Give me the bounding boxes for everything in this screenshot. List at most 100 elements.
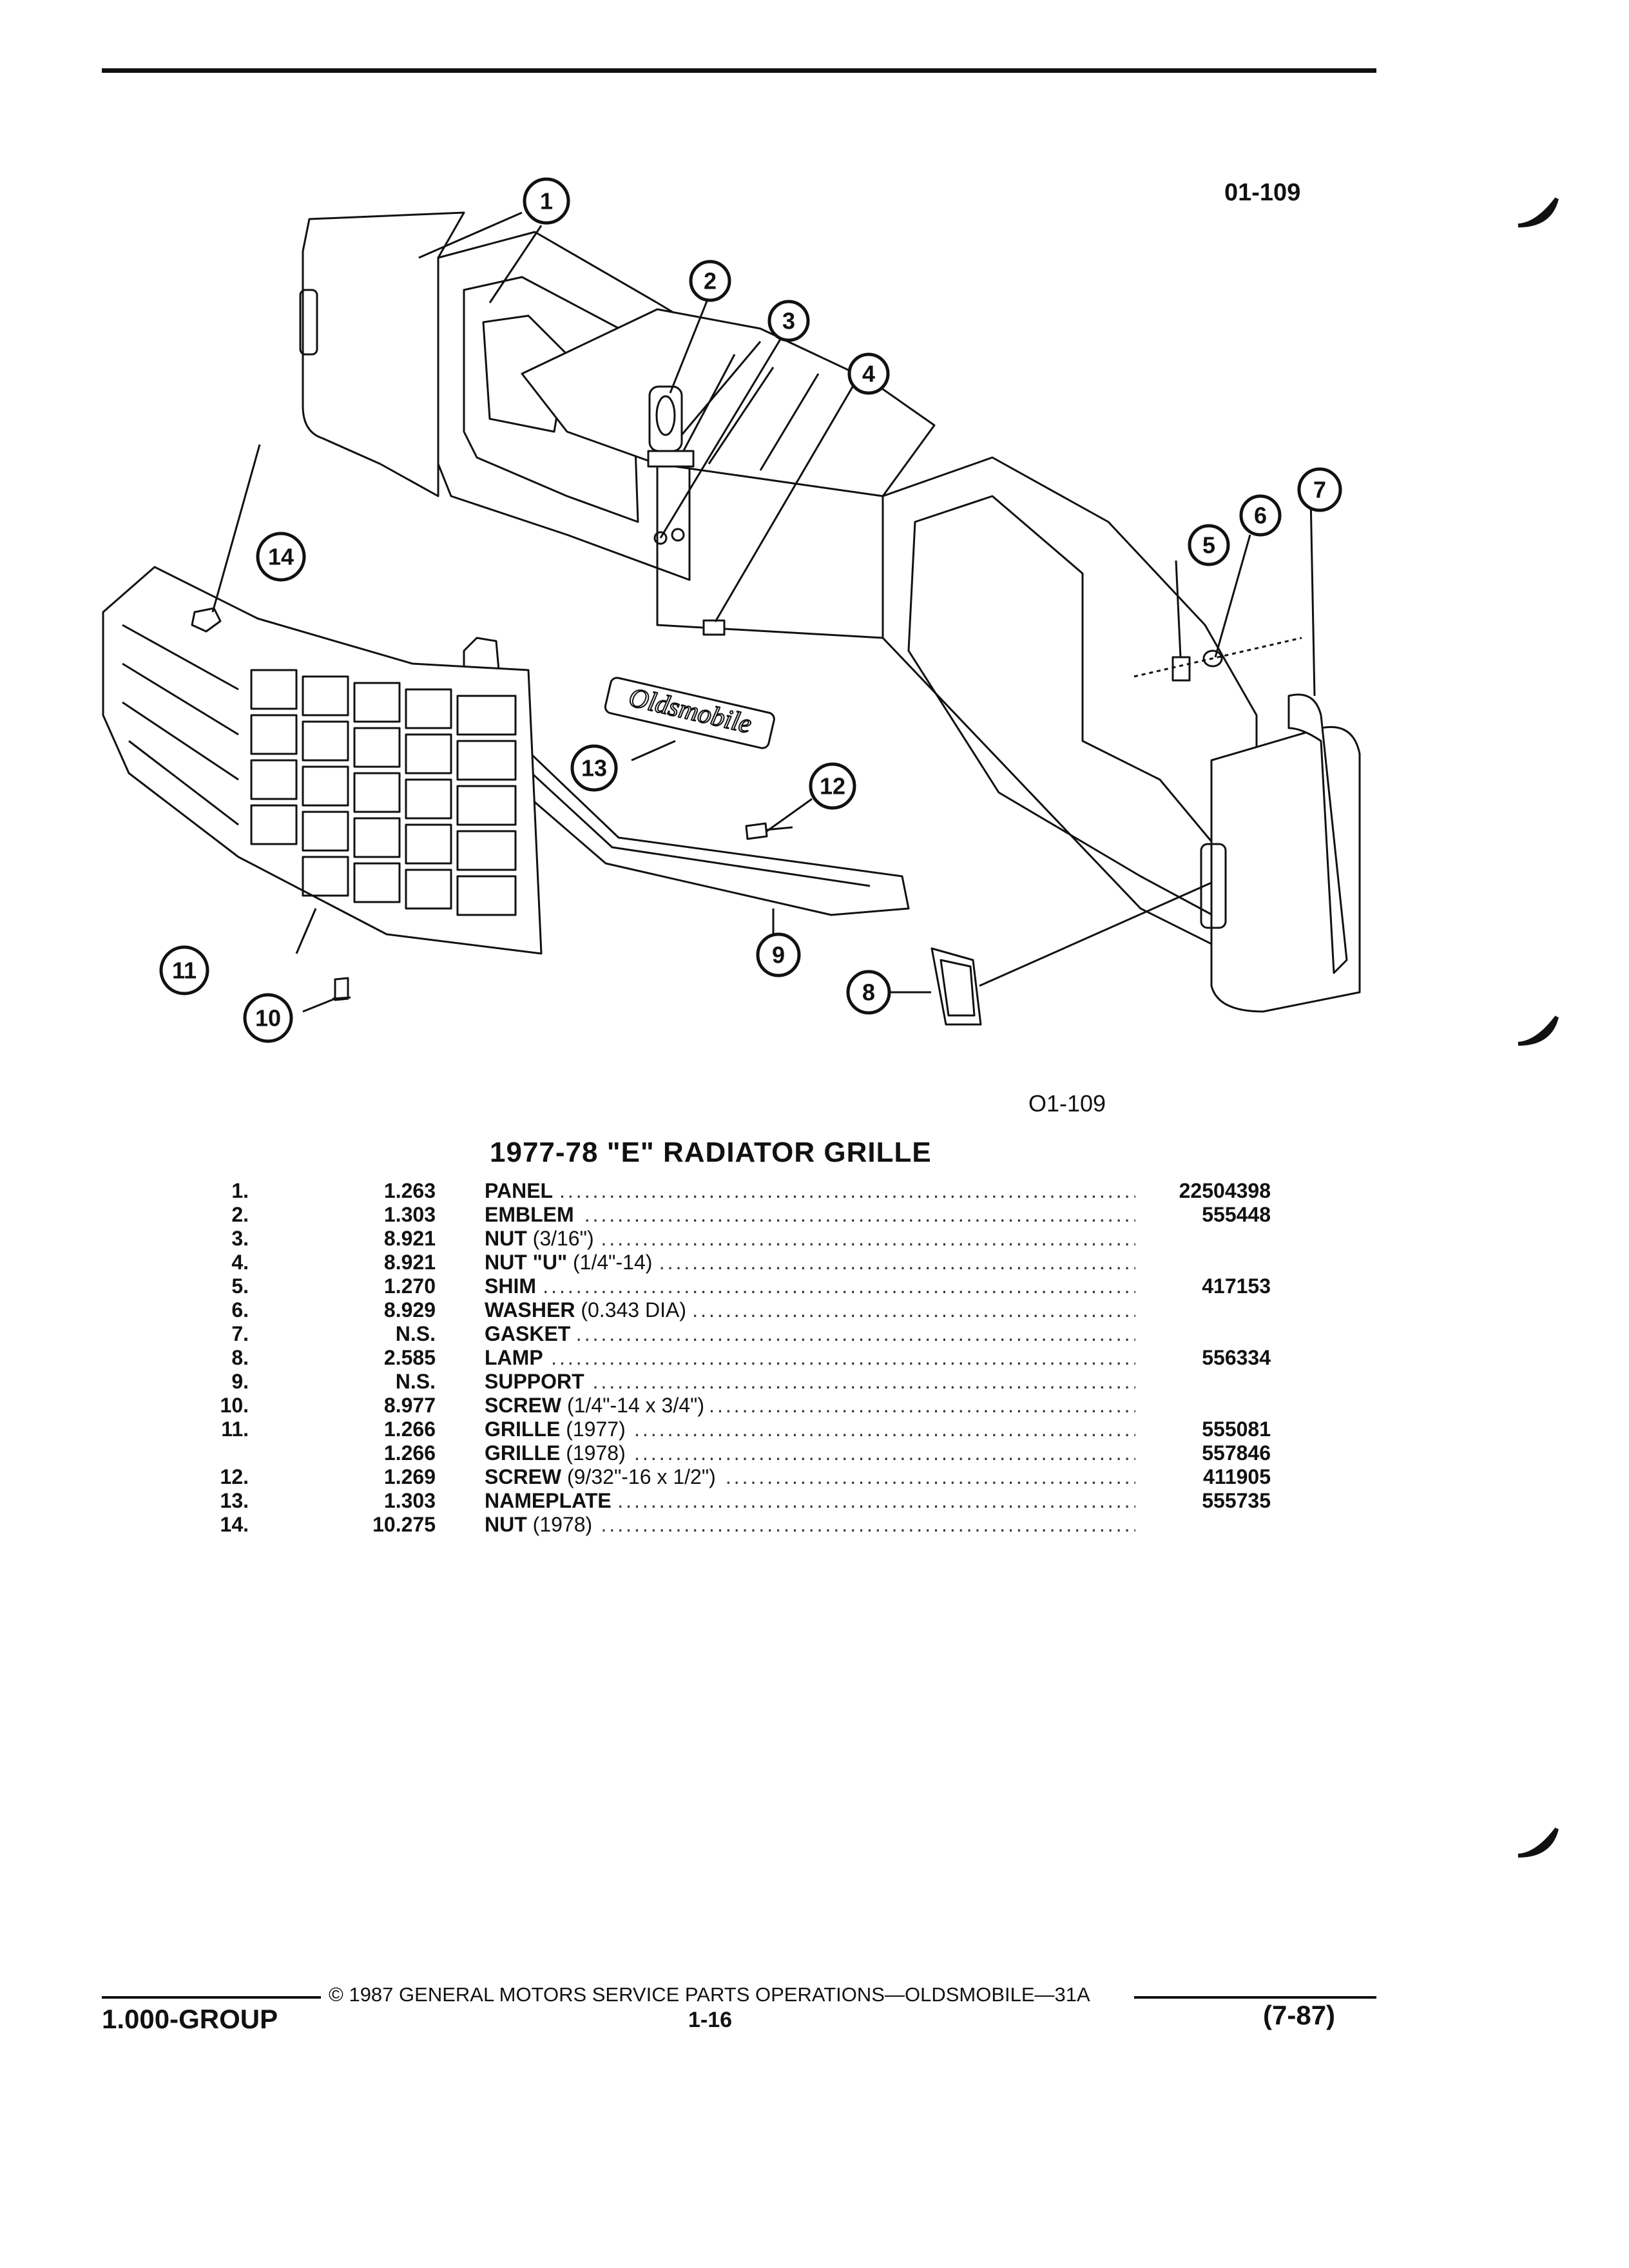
callout-5: 5 xyxy=(1188,524,1230,566)
svg-text:8: 8 xyxy=(862,979,875,1006)
group-code: 1.303 xyxy=(383,1489,436,1512)
right-marker-lamp xyxy=(1200,843,1227,929)
panel-right-section xyxy=(882,456,1258,968)
item-number: 2. xyxy=(231,1203,249,1226)
item-number xyxy=(191,1441,249,1465)
footer-rule-right xyxy=(1134,1996,1376,1999)
part-name: NUT xyxy=(485,1513,527,1536)
part-number: 555081 xyxy=(1202,1418,1271,1441)
callout-1: 1 xyxy=(523,177,570,225)
group-code: 1.303 xyxy=(383,1203,436,1226)
part-name: NAMEPLATE xyxy=(485,1489,612,1512)
svg-text:2: 2 xyxy=(704,268,717,294)
callout-9: 9 xyxy=(756,932,801,977)
part-name: LAMP xyxy=(485,1346,543,1369)
screw-10 xyxy=(332,977,351,1001)
parts-row: 9.N.S...................................… xyxy=(191,1370,1271,1394)
part-name: NUT "U" xyxy=(485,1251,568,1274)
part-description: ........................................… xyxy=(485,1370,1135,1393)
part-number xyxy=(1135,1251,1271,1274)
callout-4: 4 xyxy=(847,352,890,395)
group-code: 8.929 xyxy=(383,1298,436,1321)
part-description: ........................................… xyxy=(485,1322,1135,1345)
item-number: 8. xyxy=(231,1346,249,1369)
group-code: N.S. xyxy=(395,1370,436,1393)
svg-text:12: 12 xyxy=(820,773,845,800)
part-spec: (1977) xyxy=(560,1418,626,1441)
item-number: 3. xyxy=(231,1227,249,1250)
lamp xyxy=(930,947,982,1026)
callout-7: 7 xyxy=(1297,467,1342,512)
part-description: ........................................… xyxy=(485,1489,1135,1512)
group-code: 1.266 xyxy=(383,1418,436,1441)
part-number xyxy=(1135,1322,1271,1346)
part-number: 411905 xyxy=(1202,1465,1271,1488)
item-number: 10. xyxy=(220,1394,249,1417)
item-number: 14. xyxy=(220,1513,249,1536)
part-description: ........................................… xyxy=(485,1227,1135,1250)
part-description: ........................................… xyxy=(485,1346,1135,1369)
gasket xyxy=(1287,693,1348,974)
parts-row: 1.266...................................… xyxy=(191,1441,1271,1465)
parts-row: 13.1.303................................… xyxy=(191,1489,1271,1513)
parts-row: 5. 1.270.................................… xyxy=(191,1274,1271,1298)
callout-10: 10 xyxy=(243,993,293,1043)
part-number xyxy=(1135,1298,1271,1322)
part-description: ........................................… xyxy=(485,1274,1135,1298)
part-name: WASHER xyxy=(485,1298,575,1321)
parts-list: 1.1.263.................................… xyxy=(191,1179,1271,1537)
callout-3: 3 xyxy=(767,300,810,342)
part-number xyxy=(1135,1370,1271,1394)
svg-text:9: 9 xyxy=(772,942,785,968)
item-number: 11. xyxy=(221,1418,249,1441)
part-number xyxy=(1135,1513,1271,1537)
left-marker-lamp xyxy=(299,289,318,356)
part-description: ........................................… xyxy=(485,1203,1135,1226)
part-name: GRILLE xyxy=(485,1441,561,1465)
part-number: 556334 xyxy=(1202,1346,1271,1369)
part-name: EMBLEM xyxy=(485,1203,574,1226)
part-number xyxy=(1135,1227,1271,1251)
binding-mark xyxy=(1518,197,1559,227)
right-end-cap xyxy=(1210,726,1361,1013)
part-spec: (9/32"-16 x 1/2") xyxy=(561,1465,716,1488)
screw-12 xyxy=(745,822,793,840)
group-code: 8.977 xyxy=(383,1394,436,1417)
callout-12: 12 xyxy=(809,762,856,810)
page-number: 1-16 xyxy=(688,2008,733,2032)
svg-text:10: 10 xyxy=(255,1005,281,1032)
parts-row: 14.10.275...............................… xyxy=(191,1513,1271,1537)
group-code: 1.270 xyxy=(383,1274,436,1298)
part-number: 555735 xyxy=(1202,1489,1271,1512)
part-spec: (1978) xyxy=(560,1441,626,1465)
part-description: ........................................… xyxy=(485,1441,1135,1465)
parts-row: 11.1.266................................… xyxy=(191,1418,1271,1441)
u-nut xyxy=(702,619,726,636)
nut-3-16 xyxy=(653,531,668,545)
nut-14 xyxy=(191,607,222,633)
part-number: 22504398 xyxy=(1179,1179,1271,1202)
item-number: 5. xyxy=(231,1274,249,1298)
left-end-cap xyxy=(302,211,465,497)
callout-2: 2 xyxy=(689,260,731,302)
washer xyxy=(1202,649,1223,668)
part-description: ........................................… xyxy=(485,1513,1135,1536)
part-spec: (3/16") xyxy=(526,1227,594,1250)
parts-row: 10.8.977................................… xyxy=(191,1394,1271,1418)
parts-row: 4.8.921.................................… xyxy=(191,1251,1271,1274)
parts-row: 3.8.921.................................… xyxy=(191,1227,1271,1251)
item-number: 12. xyxy=(220,1465,249,1488)
item-number: 6. xyxy=(231,1298,249,1321)
group-code: 2.585 xyxy=(383,1346,436,1369)
panel-center-section xyxy=(521,308,936,497)
parts-row: 8. 2.585.................................… xyxy=(191,1346,1271,1370)
svg-text:6: 6 xyxy=(1254,503,1267,529)
group-code: 1.263 xyxy=(383,1179,436,1202)
part-name: GRILLE xyxy=(485,1418,561,1441)
part-spec: (1/4"-14 x 3/4") xyxy=(561,1394,705,1417)
part-spec: (1978) xyxy=(526,1513,593,1536)
footer-rule-left xyxy=(102,1996,321,1999)
svg-text:14: 14 xyxy=(268,544,294,570)
part-number: 557846 xyxy=(1202,1441,1271,1465)
parts-row: 2. 1.303.................................… xyxy=(191,1203,1271,1227)
